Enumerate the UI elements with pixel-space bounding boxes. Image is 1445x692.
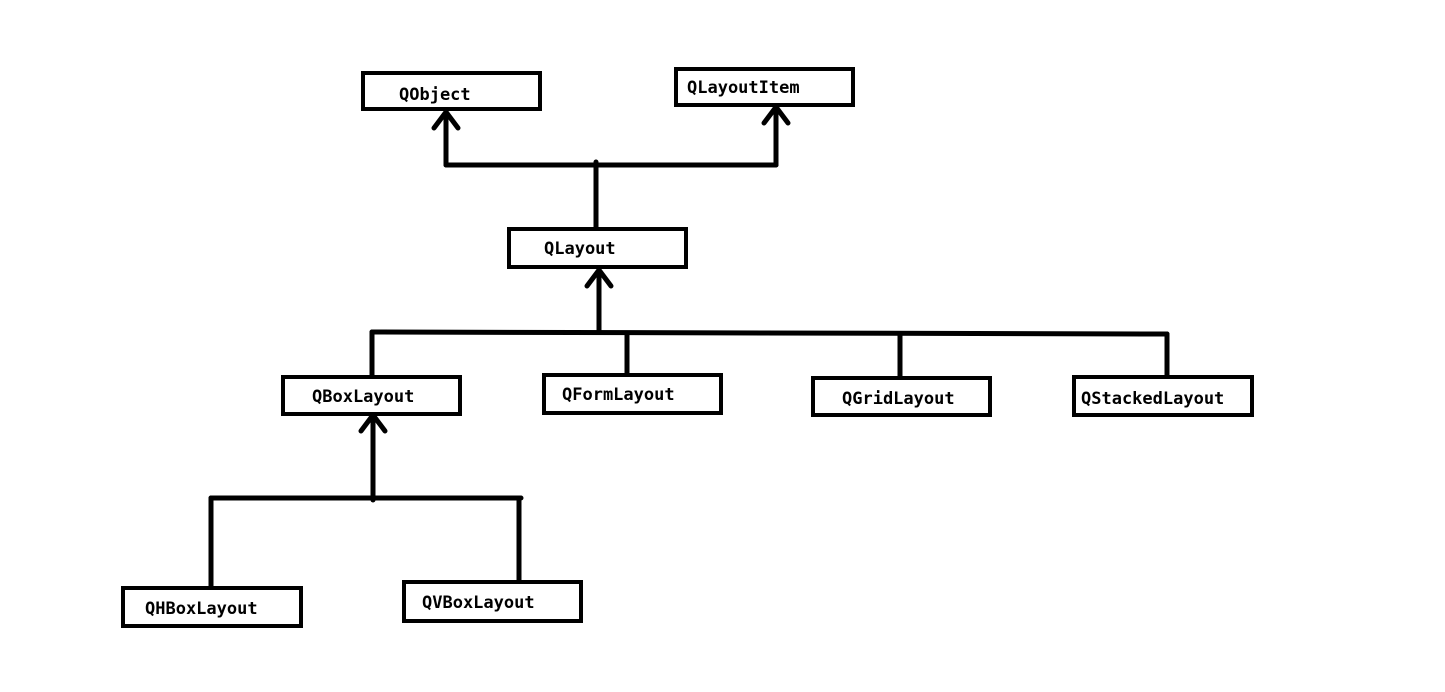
node-qvboxlayout: QVBoxLayout	[402, 580, 583, 623]
node-qboxlayout: QBoxLayout	[281, 375, 462, 416]
node-qformlayout: QFormLayout	[542, 373, 723, 415]
node-qlayout: QLayout	[507, 227, 688, 269]
node-label: QLayoutItem	[687, 78, 800, 98]
node-label: QFormLayout	[562, 385, 675, 405]
node-label: QStackedLayout	[1081, 389, 1224, 409]
node-qstackedlayout: QStackedLayout	[1072, 375, 1254, 417]
node-label: QBoxLayout	[312, 387, 414, 407]
node-label: QGridLayout	[842, 389, 955, 409]
node-qhboxlayout: QHBoxLayout	[121, 586, 303, 628]
node-qgridlayout: QGridLayout	[811, 376, 992, 417]
edge-box-subclasses-to-qboxlayout	[208, 412, 524, 590]
arrowhead-qobject-icon	[431, 109, 461, 131]
arrowhead-qlayout-icon	[584, 267, 614, 289]
node-label: QLayout	[544, 239, 616, 259]
node-qobject: QObject	[361, 71, 542, 111]
node-label: QVBoxLayout	[422, 593, 535, 613]
node-label: QObject	[399, 85, 471, 105]
edge-qlayout-to-parents	[443, 104, 779, 231]
node-label: QHBoxLayout	[145, 599, 258, 619]
edge-subclasses-to-qlayout	[369, 267, 1170, 381]
node-qlayoutitem: QLayoutItem	[674, 67, 855, 107]
